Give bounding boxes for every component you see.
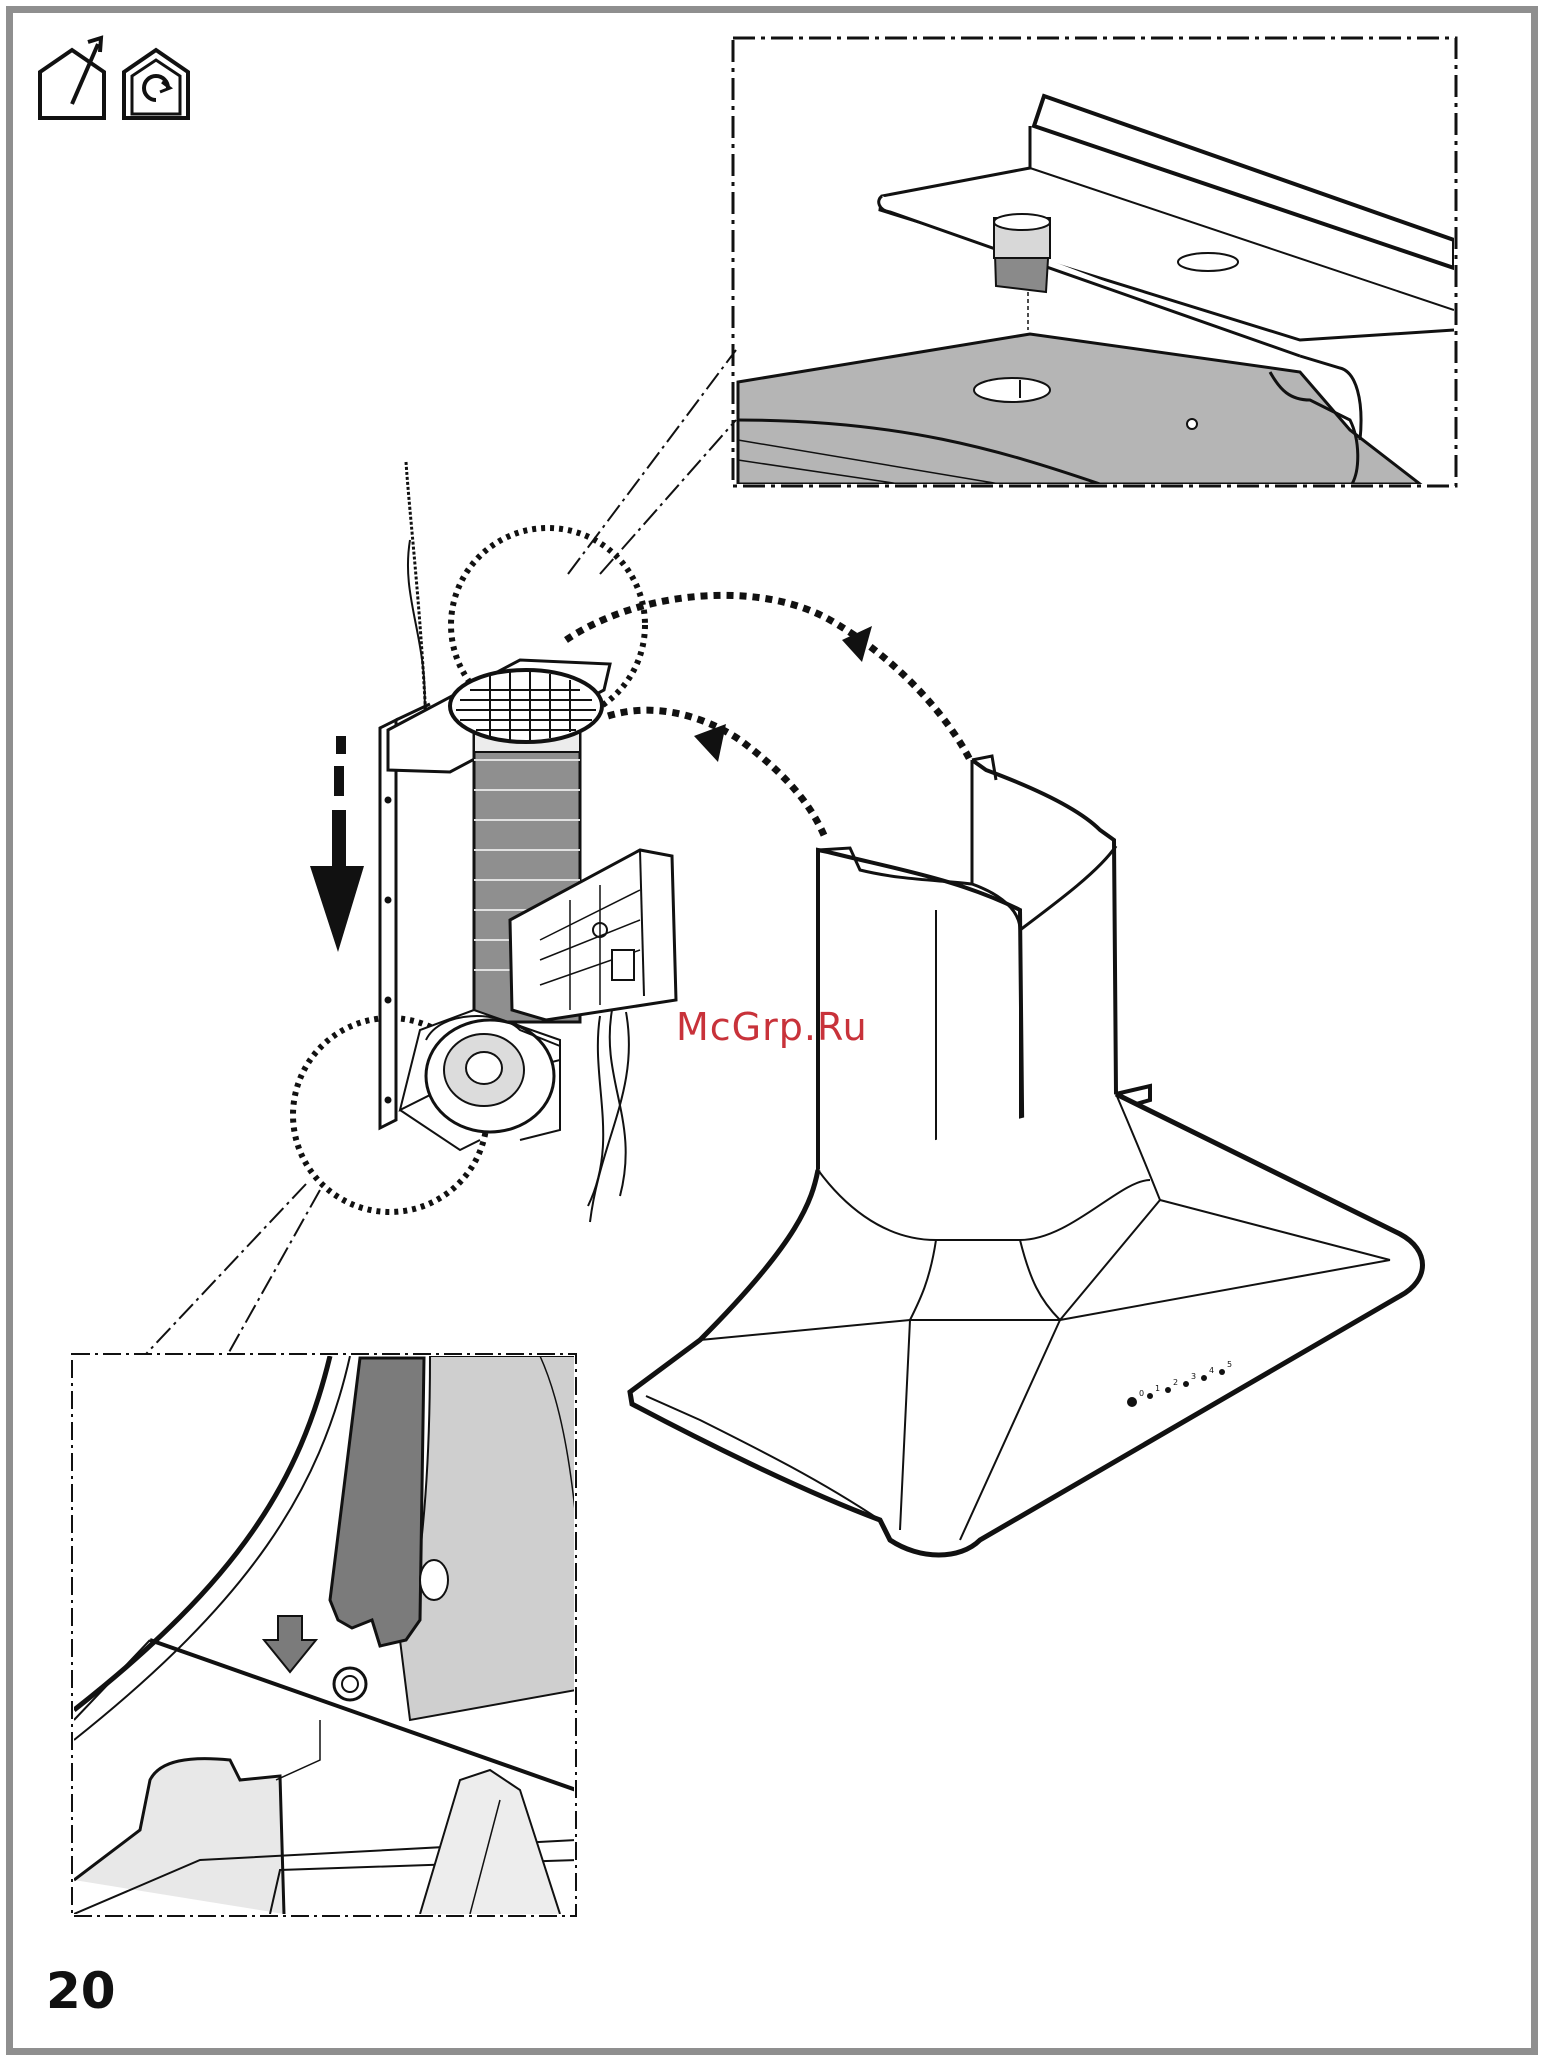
- lift-arrows: [566, 595, 970, 840]
- house-recirculation-icon: [124, 50, 188, 118]
- bottom-leader-lines: [146, 1184, 320, 1354]
- knob-label-5: 5: [1227, 1360, 1232, 1369]
- house-exhaust-icon: [40, 38, 104, 118]
- chimney-hood: [630, 756, 1423, 1555]
- top-leader-lines: [568, 350, 736, 574]
- page-number: 20: [46, 1962, 116, 2020]
- top-detail-inset: [733, 38, 1456, 486]
- motor-assembly: [380, 462, 676, 1222]
- knob-label-1: 1: [1155, 1384, 1160, 1393]
- knob-label-0: 0: [1139, 1389, 1144, 1398]
- down-arrow: [310, 736, 364, 952]
- lift-arrow-head-lower: [694, 724, 726, 762]
- knob-label-4: 4: [1209, 1366, 1214, 1375]
- watermark: McGrp.Ru: [676, 1005, 868, 1049]
- knob-label-3: 3: [1191, 1372, 1196, 1381]
- lift-arrow-head-upper: [842, 626, 872, 662]
- bottom-detail-inset: [72, 1354, 576, 1916]
- knob-label-2: 2: [1173, 1378, 1178, 1387]
